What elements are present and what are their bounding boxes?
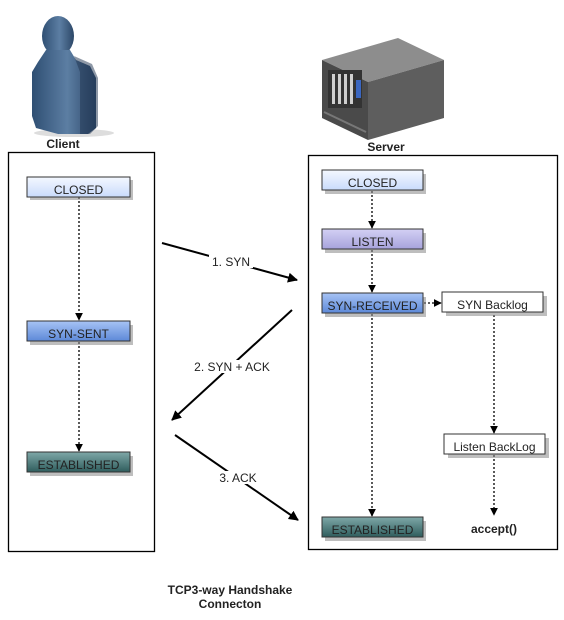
caption-line-2: Connecton	[199, 597, 262, 611]
server-state-listen: LISTEN	[321, 228, 426, 253]
server-listen-label: LISTEN	[351, 235, 393, 249]
server-closed-label: CLOSED	[348, 176, 398, 190]
caption-line-1: TCP3-way Handshake	[168, 583, 293, 597]
server-state-established: ESTABLISHED	[321, 516, 426, 541]
client-person-icon	[32, 16, 114, 137]
server-icon	[322, 38, 444, 140]
server-state-closed: CLOSED	[321, 169, 426, 194]
client-established-label: ESTABLISHED	[38, 458, 120, 472]
listen-backlog-label: Listen BackLog	[453, 440, 535, 454]
syn-message-label: 1. SYN	[212, 255, 250, 269]
ack-message-label: 3. ACK	[219, 471, 256, 485]
server-label: Server	[367, 140, 405, 154]
syn-backlog-box: SYN Backlog	[441, 291, 547, 316]
client-state-closed: CLOSED	[26, 176, 133, 200]
client-syn-sent-label: SYN-SENT	[48, 327, 109, 341]
client-frame	[7, 151, 156, 553]
client-label: Client	[46, 137, 79, 151]
server-state-syn-received: SYN-RECEIVED	[321, 292, 426, 317]
client-state-established: ESTABLISHED	[26, 451, 133, 476]
listen-backlog-box: Listen BackLog	[443, 433, 549, 458]
accept-label: accept()	[471, 522, 517, 536]
syn-ack-message-label: 2. SYN + ACK	[194, 360, 270, 374]
client-closed-label: CLOSED	[54, 183, 104, 197]
syn-backlog-label: SYN Backlog	[457, 298, 528, 312]
server-established-label: ESTABLISHED	[332, 523, 414, 537]
server-frame	[307, 154, 559, 551]
server-syn-received-label: SYN-RECEIVED	[327, 299, 417, 313]
client-state-syn-sent: SYN-SENT	[26, 320, 133, 345]
state-connectors	[75, 191, 498, 517]
